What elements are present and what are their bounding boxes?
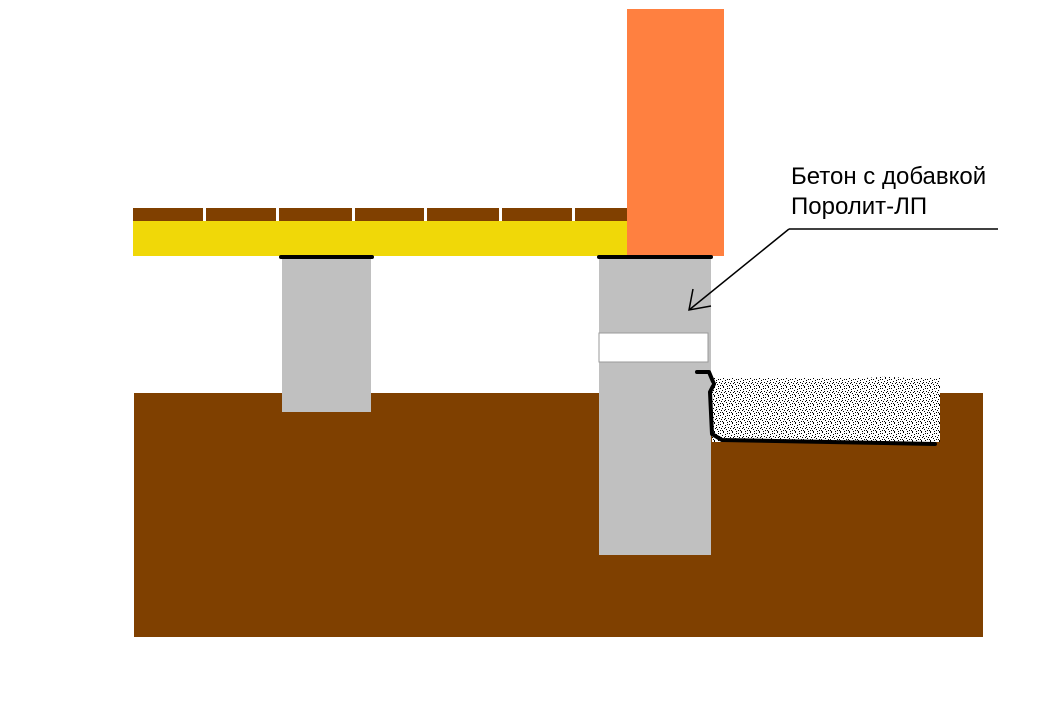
floor-plank (427, 208, 499, 221)
gravel-edge (712, 376, 940, 442)
brick-wall (627, 9, 724, 256)
arrow-head (688, 288, 712, 311)
floor-plank (575, 208, 627, 221)
callout-label-line2: Поролит-ЛП (791, 193, 928, 220)
concrete-foundation-right (599, 256, 711, 555)
floor-plank (355, 208, 424, 221)
floor-board (133, 221, 627, 256)
insulation-insert (598, 332, 709, 363)
floor-plank (279, 208, 352, 221)
floor-plank (502, 208, 572, 221)
concrete-post-left (282, 256, 371, 412)
callout-label-line1: Бетон с добавкой (791, 163, 987, 190)
callout-leader (688, 228, 790, 311)
floor-plank (206, 208, 276, 221)
floor-plank (133, 208, 203, 221)
waterproofing-membrane (695, 370, 937, 446)
